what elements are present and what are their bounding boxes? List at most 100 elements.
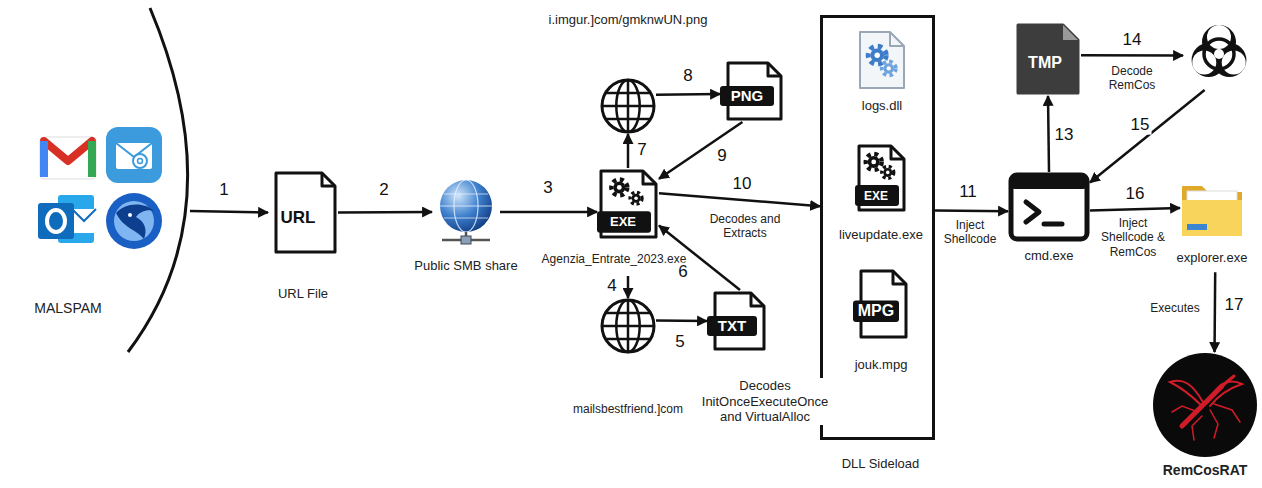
icon-label: MPG xyxy=(853,300,899,322)
flow-arrow xyxy=(627,134,630,168)
flow-arrow xyxy=(500,211,597,214)
icon-circle xyxy=(871,160,876,165)
caption: Decodes InitOnceExecuteOnce and VirtualA… xyxy=(693,378,837,425)
icon-path xyxy=(890,32,904,46)
flow-arrow xyxy=(659,193,820,206)
icon-g xyxy=(1170,376,1242,440)
flow-arrow xyxy=(1090,208,1180,211)
flow-arrow xyxy=(656,319,707,322)
step-number: 6 xyxy=(676,263,689,282)
icon-circle xyxy=(114,201,154,241)
caption: RemCosRAT xyxy=(1161,462,1250,479)
icon-rect xyxy=(38,203,74,239)
icon-label: URL xyxy=(268,206,328,232)
icon-path xyxy=(643,171,656,184)
explorer-folder-icon: explorer.exe xyxy=(1180,178,1244,238)
step-annotation: Decodes and Extracts xyxy=(688,212,802,241)
flow-arrow xyxy=(1213,272,1216,352)
remcos-rat-logo-graphic xyxy=(1152,352,1258,458)
icon-line xyxy=(606,118,651,121)
web-globe-icon-graphic xyxy=(600,298,656,354)
flow-arrow xyxy=(1081,54,1183,57)
icon-path xyxy=(1208,381,1242,406)
icon-path xyxy=(1172,404,1240,440)
icon-path xyxy=(88,141,96,177)
icon-circle xyxy=(875,53,880,58)
icon-label: EXE xyxy=(855,185,897,206)
icon-path xyxy=(444,194,488,218)
caption: i.imgur.]com/gmknwUN.png xyxy=(547,12,710,28)
cmd-window-icon: cmd.exe xyxy=(1008,172,1090,242)
icon-rect xyxy=(853,300,899,322)
icon-circle xyxy=(1214,49,1224,59)
step-number: 5 xyxy=(673,333,686,352)
flow-arrow xyxy=(338,211,432,214)
flow-arrow xyxy=(659,122,742,179)
icon-rect xyxy=(106,127,162,183)
icon-circle xyxy=(883,168,892,177)
icon-line xyxy=(602,105,654,108)
icon-circle xyxy=(611,179,627,195)
mpg-file-icon: MPGjouk.mpg xyxy=(853,268,909,340)
icon-circle xyxy=(882,166,894,178)
caption: DLL Sideload xyxy=(840,456,922,472)
smb-share-icon: Public SMB share xyxy=(432,178,500,246)
exe-file-icon: EXEAgenzia_Entrate_2023.exe xyxy=(597,168,659,240)
icon-rect xyxy=(461,236,471,244)
icon-path xyxy=(893,271,906,284)
icon-path xyxy=(116,143,152,157)
icon-circle xyxy=(133,154,147,168)
icon-path xyxy=(1026,202,1039,222)
icon-label: EXE xyxy=(597,211,649,233)
cmd-window-icon-graphic xyxy=(1008,172,1090,242)
icon-rect xyxy=(72,209,96,233)
txt-file-icon: TXTDecodes InitOnceExecuteOnce and Virtu… xyxy=(707,290,767,352)
step-number: 15 xyxy=(1129,116,1152,135)
icon-rect xyxy=(1187,224,1207,230)
step-number: 7 xyxy=(635,141,648,160)
icon-rect xyxy=(707,316,757,336)
icon-path xyxy=(40,141,48,177)
icon-circle xyxy=(602,300,654,352)
flow-arrow xyxy=(656,93,720,96)
icon-circle xyxy=(632,194,641,203)
url-file-icon: URLURL File xyxy=(268,170,338,255)
icon-rect xyxy=(1011,175,1087,189)
icon-label: TMP xyxy=(1015,52,1075,74)
web-globe-icon-graphic xyxy=(600,78,656,134)
icon-line xyxy=(606,312,651,315)
step-number: 14 xyxy=(1121,31,1144,50)
icon-circle xyxy=(1207,25,1231,49)
icon-circle xyxy=(882,61,896,75)
step-annotation: Inject Shellcode & RemCos xyxy=(1092,216,1174,259)
icon-circle xyxy=(868,156,880,168)
icon-circle xyxy=(602,80,654,132)
flow-arrow xyxy=(1090,90,1205,183)
icon-circle xyxy=(128,213,132,217)
icon-path xyxy=(322,173,335,186)
caption: MALSPAM xyxy=(32,300,103,317)
flow-arrow xyxy=(627,276,630,298)
dll-file-icon-graphic xyxy=(858,30,906,90)
png-file-icon: PNG xyxy=(720,60,784,122)
step-annotation: Inject Shellcode xyxy=(935,218,1005,247)
step-number: 13 xyxy=(1053,126,1076,145)
web-globe-icon: mailsbestfriend.]com xyxy=(600,298,656,354)
step-number: 1 xyxy=(217,181,230,200)
icon-path xyxy=(1182,200,1242,236)
icon-path xyxy=(1170,381,1204,406)
icon-circle xyxy=(887,66,891,70)
icon-path xyxy=(1063,25,1078,40)
step-number: 11 xyxy=(957,183,979,202)
icon-path xyxy=(44,141,92,177)
step-number: 16 xyxy=(1124,185,1147,204)
step-number: 10 xyxy=(731,175,754,194)
icon-circle xyxy=(630,192,642,204)
remcos-rat-logo: RemCosRAT xyxy=(1152,352,1258,458)
icon-circle xyxy=(613,181,625,193)
exe-file-icon: EXEliveupdate.exe xyxy=(855,143,907,213)
icon-circle xyxy=(866,154,882,170)
icon-line xyxy=(606,92,651,95)
